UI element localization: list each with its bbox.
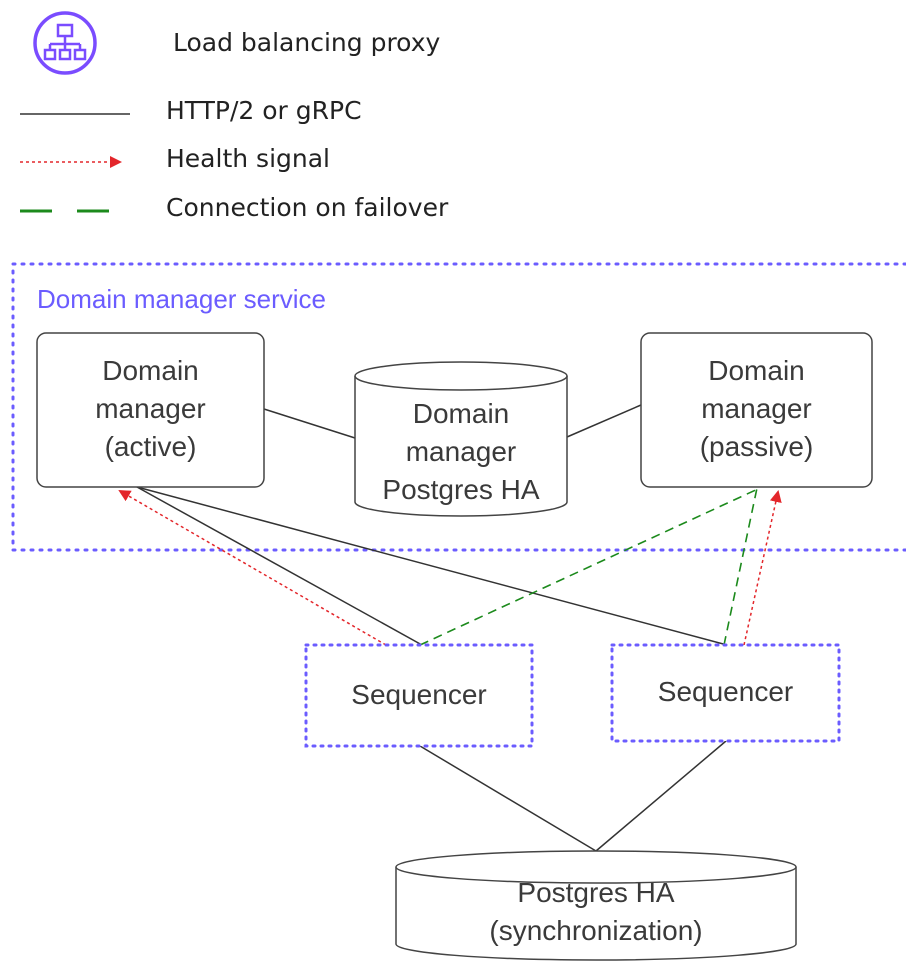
legend-proxy-label: Load balancing proxy xyxy=(173,28,441,57)
sequencer-2-label: Sequencer xyxy=(657,676,794,707)
domain-manager-db-label: Domain manager Postgres HA xyxy=(382,398,540,505)
domain-manager-passive-label: Domain manager (passive) xyxy=(699,355,814,462)
legend-failover-label: Connection on failover xyxy=(166,193,449,222)
sync-db-cylinder xyxy=(395,850,797,961)
sequencer-1-box xyxy=(304,643,534,748)
http-connections xyxy=(136,404,728,852)
load-balancer-icon xyxy=(33,11,97,75)
sequencer-1-label: Sequencer xyxy=(351,679,487,710)
sequencer-2-box xyxy=(610,643,841,743)
legend-health-label: Health signal xyxy=(166,144,330,173)
domain-manager-service-title: Domain manager service xyxy=(37,284,327,314)
domain-manager-service-boundary xyxy=(11,262,906,552)
sync-db-label: Postgres HA (synchronization) xyxy=(489,877,703,946)
domain-manager-active-label: Domain manager (active) xyxy=(95,355,206,462)
domain-manager-passive-box xyxy=(640,332,873,488)
domain-manager-db-cylinder xyxy=(354,361,568,517)
health-signals xyxy=(118,489,782,646)
failover-connections xyxy=(419,487,761,646)
domain-manager-active-box xyxy=(36,332,265,488)
legend-http-label: HTTP/2 or gRPC xyxy=(166,96,362,125)
